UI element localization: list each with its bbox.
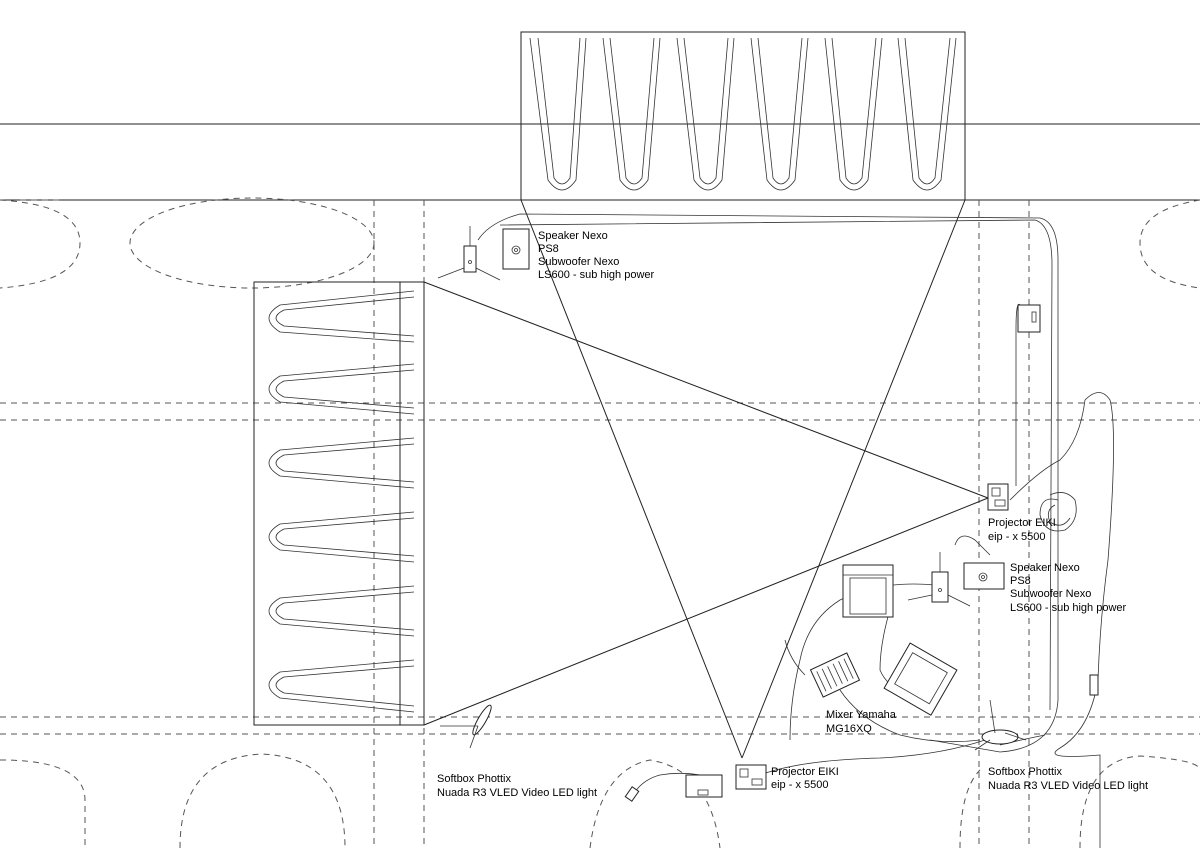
mixer [809, 652, 861, 698]
label-speaker-right: Speaker Nexo PS8 Subwoofer Nexo LS600 - … [1010, 562, 1127, 614]
softbox-right [974, 699, 1027, 751]
label-projector-bottom: Projector EIKI eip - x 5500 [771, 766, 839, 791]
label-speaker-top: Speaker Nexo PS8 Subwoofer Nexo LS600 - … [538, 230, 655, 281]
svg-text:LS600 - sub high power: LS600 - sub high power [538, 269, 655, 281]
svg-text:Mixer Yamaha: Mixer Yamaha [826, 709, 897, 721]
label-mixer: Mixer Yamaha MG16XQ [826, 709, 897, 735]
svg-text:eip - x 5500: eip - x 5500 [988, 531, 1045, 543]
label-projector-right: Projector EIKI eip - x 5500 [988, 517, 1056, 543]
svg-text:Nuada R3 VLED Video LED light: Nuada R3 VLED Video LED light [988, 780, 1148, 792]
svg-text:Speaker Nexo: Speaker Nexo [538, 230, 608, 242]
label-softbox-left: Softbox Phottix Nuada R3 VLED Video LED … [437, 773, 597, 799]
armchair-2 [883, 642, 958, 716]
speaker-right-group [907, 552, 1005, 607]
svg-text:Softbox Phottix: Softbox Phottix [437, 773, 511, 785]
right-wall-box [1017, 304, 1099, 696]
svg-text:PS8: PS8 [1010, 575, 1031, 587]
svg-text:Nuada R3 VLED Video LED light: Nuada R3 VLED Video LED light [437, 787, 597, 799]
speaker-top [502, 228, 530, 270]
svg-text:Subwoofer Nexo: Subwoofer Nexo [1010, 588, 1091, 600]
seating-ellipses [0, 197, 1200, 848]
svg-text:Softbox Phottix: Softbox Phottix [988, 766, 1062, 778]
screen-top [520, 31, 966, 201]
svg-text:PS8: PS8 [538, 243, 559, 255]
cables [477, 213, 1114, 848]
svg-text:Speaker Nexo: Speaker Nexo [1010, 562, 1080, 574]
softbox-left [440, 704, 492, 749]
projector-bottom-group [624, 764, 767, 802]
projector-right [987, 483, 1009, 511]
svg-text:MG16XQ: MG16XQ [826, 723, 872, 735]
screen-left [253, 281, 425, 726]
projector-right-group [987, 483, 1009, 511]
svg-text:Subwoofer Nexo: Subwoofer Nexo [538, 256, 619, 268]
projection-beams [423, 199, 989, 759]
svg-text:Projector EIKI: Projector EIKI [988, 517, 1056, 529]
speaker-top-group [437, 226, 530, 281]
svg-text:eip - x 5500: eip - x 5500 [771, 779, 828, 791]
armchair-1 [842, 564, 894, 618]
svg-text:Projector EIKI: Projector EIKI [771, 766, 839, 778]
subwoofer-top [463, 245, 477, 273]
subwoofer-right [931, 571, 949, 603]
svg-text:LS600 - sub high power: LS600 - sub high power [1010, 602, 1127, 614]
label-softbox-right: Softbox Phottix Nuada R3 VLED Video LED … [988, 766, 1148, 792]
